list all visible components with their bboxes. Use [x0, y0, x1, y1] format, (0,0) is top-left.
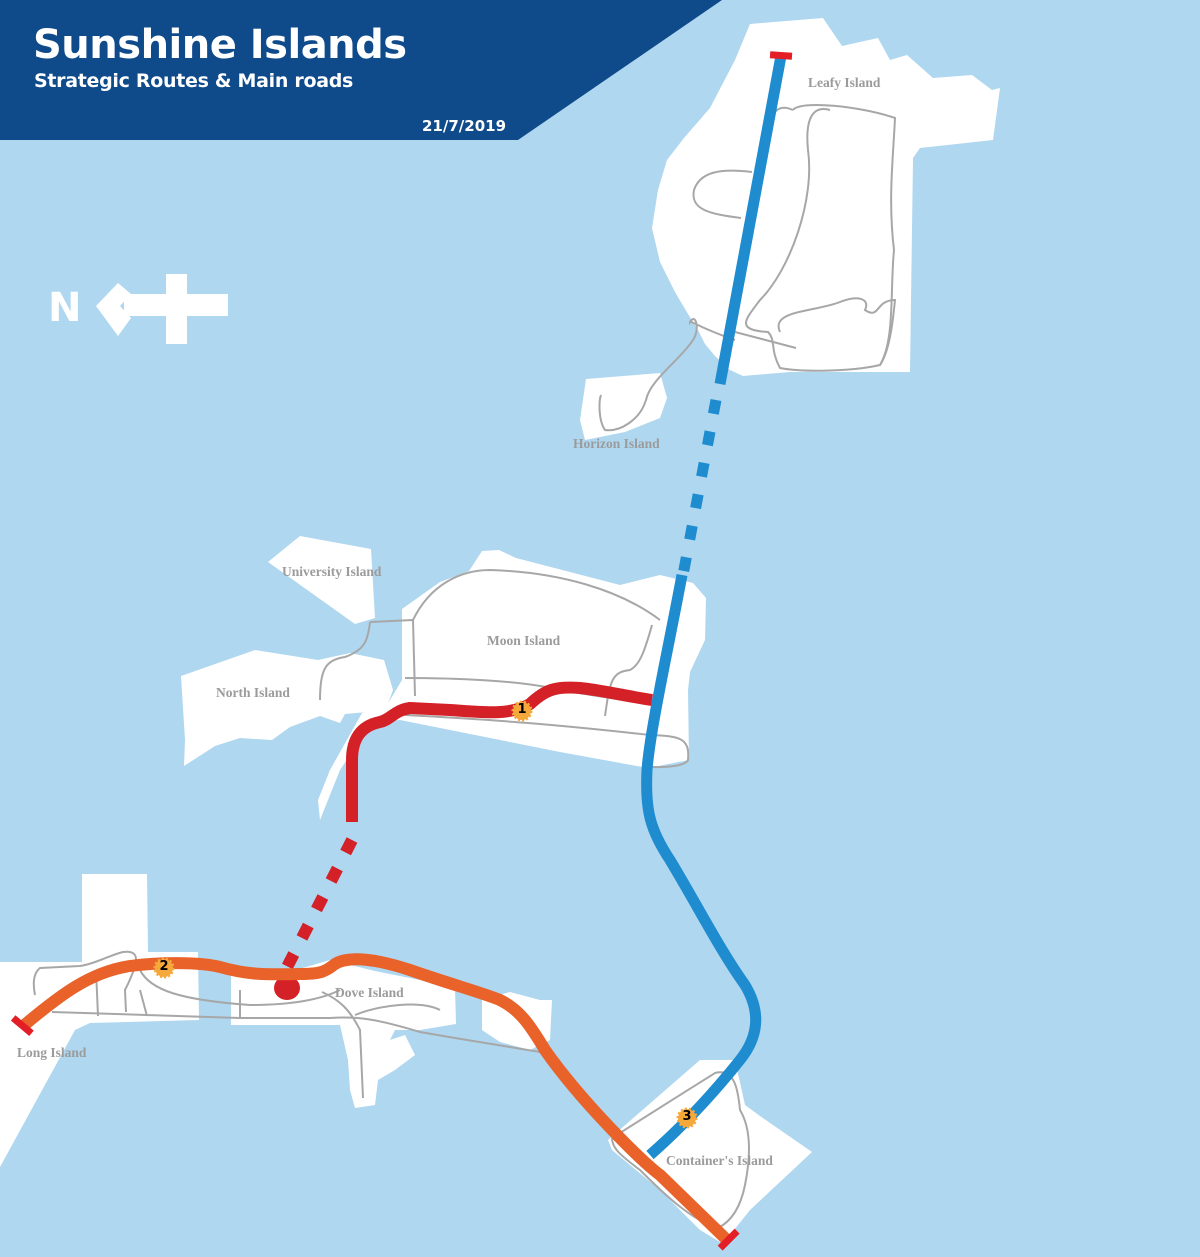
main-roads [32, 103, 897, 1230]
label-leafy-island: Leafy Island [808, 75, 881, 90]
long-island [0, 874, 199, 1167]
marker-number-2: 2 [159, 959, 169, 974]
label-north-island: North Island [216, 685, 290, 700]
road-long-dove-main [32, 950, 541, 1053]
sun-badge-fill [514, 703, 530, 719]
road-dove-north [139, 969, 341, 1007]
map-date: 21/7/2019 [422, 117, 507, 135]
orange-route [18, 953, 732, 1245]
containers-island [608, 1060, 812, 1242]
label-long-island: Long Island [17, 1045, 87, 1060]
route-marker-2[interactable] [153, 957, 175, 979]
red-route-terminus [274, 976, 300, 1000]
orange-route-end-cap [717, 1228, 740, 1251]
marker-number-1: 1 [517, 702, 527, 717]
sun-badge-fill [156, 960, 172, 976]
road-dove-cross [239, 990, 364, 1099]
north-island [181, 650, 393, 766]
north-label: N [48, 285, 82, 331]
road-dove-branch [354, 1003, 441, 1016]
road-moon-university [319, 619, 414, 701]
label-containers-island: Container's Island [666, 1153, 773, 1168]
blue-route [641, 54, 787, 1160]
label-horizon-island: Horizon Island [573, 436, 660, 451]
header-banner [0, 0, 722, 140]
sun-badge-fill [679, 1110, 695, 1126]
route-marker-1[interactable] [511, 700, 533, 722]
red-route-solid-segment [346, 681, 653, 822]
red-route-bridge-dashed [277, 837, 358, 978]
orange-route-main [18, 953, 732, 1245]
road-moon-north [412, 568, 661, 621]
north-arrow-icon [96, 274, 228, 344]
blue-route-north-segment [714, 54, 787, 386]
road-leafy-south [777, 297, 897, 366]
blue-route-south-segment [641, 573, 762, 1160]
road-leafy-spur [692, 169, 753, 219]
label-university-island: University Island [282, 564, 382, 579]
road-leafy-loop [745, 103, 897, 372]
red-route [277, 681, 653, 978]
route-marker-3[interactable] [676, 1107, 698, 1129]
orange-route-start-cap [10, 1015, 34, 1037]
road-leafy-horizon [598, 318, 736, 432]
map-title: Sunshine Islands [33, 22, 407, 68]
map-subtitle: Strategic Routes & Main roads [34, 70, 354, 92]
road-container-loop [611, 1071, 750, 1230]
blue-route-end-cap [769, 51, 793, 60]
road-moon-west [412, 619, 416, 697]
marker-number-3: 3 [682, 1109, 692, 1124]
label-dove-island: Dove Island [335, 985, 404, 1000]
university-island [268, 536, 375, 624]
label-moon-island: Moon Island [487, 633, 561, 648]
road-leafy-west [734, 331, 797, 349]
